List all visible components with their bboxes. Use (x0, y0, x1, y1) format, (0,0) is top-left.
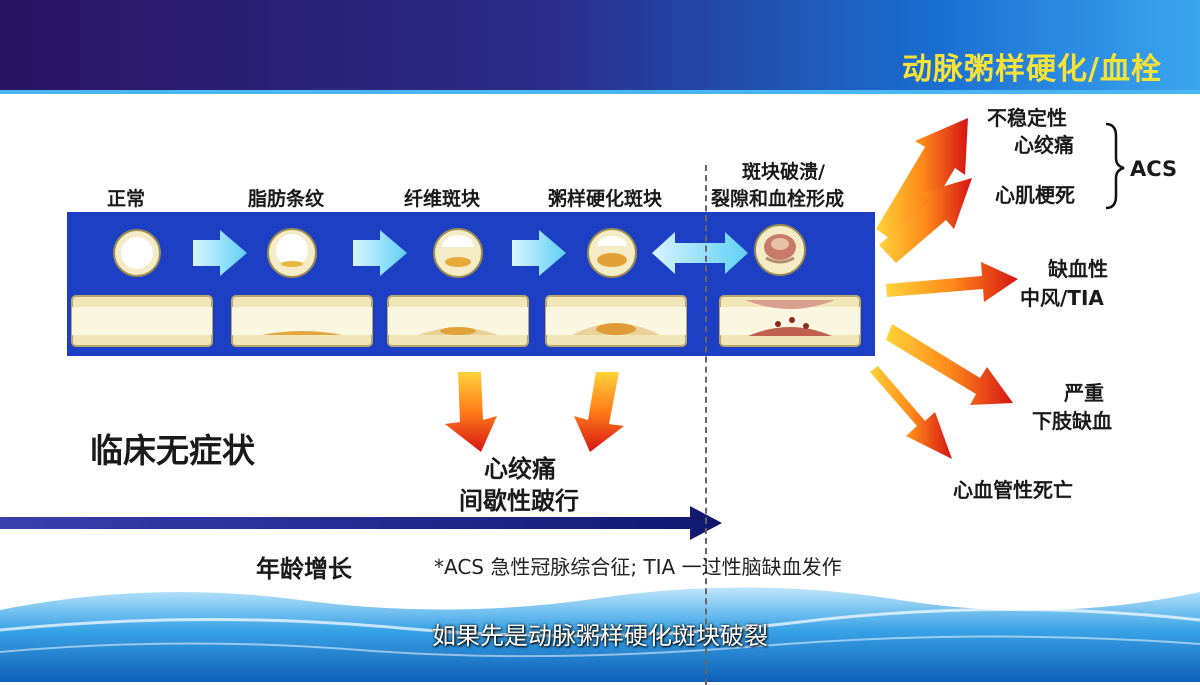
outcome-stroke-line2: 中风/TIA (1020, 286, 1104, 310)
outcome-arrow-death (870, 366, 952, 459)
outcome-unstable-line2: 心绞痛 (1014, 133, 1074, 157)
video-subtitle: 如果先是动脉粥样硬化斑块破裂 (432, 622, 768, 650)
outcome-mi: 心肌梗死 (995, 183, 1075, 207)
stage-label-rupture-line2: 裂隙和血栓形成 (711, 188, 845, 210)
stage-arrow-bidirectional (652, 232, 748, 274)
stage-label-fibrous-plaque: 纤维斑块 (404, 188, 481, 210)
cross-section-atheroma (587, 228, 637, 278)
stage-arrow-1 (193, 230, 247, 276)
vessel-atheroma (545, 295, 687, 347)
footnote: *ACS 急性冠脉综合征; TIA 一过性脑缺血发作 (434, 555, 842, 579)
header-divider (0, 90, 1200, 94)
outcome-arrow-limb (886, 324, 1013, 405)
asymptomatic-label: 临床无症状 (90, 431, 255, 470)
outcome-limb-line1: 严重 (1064, 381, 1104, 405)
vessel-fibrous (387, 295, 529, 347)
acs-brace (1105, 122, 1125, 210)
outcome-unstable-line1: 不稳定性 (987, 106, 1067, 130)
cross-section-fibrous (433, 228, 483, 278)
cross-section-normal (113, 229, 161, 277)
vessel-normal (71, 295, 213, 347)
stage-arrow-2 (353, 230, 407, 276)
down-arrow-angina-1 (445, 372, 497, 452)
cross-section-fatty (267, 228, 317, 278)
page-title: 动脉粥样硬化/血栓 (902, 52, 1162, 87)
claudication-label: 间歇性跛行 (459, 487, 579, 515)
vessel-fatty (231, 295, 373, 347)
stage-arrow-3 (512, 230, 566, 276)
stage-label-rupture-line1: 斑块破溃/ (742, 161, 825, 183)
stage-label-fatty-streak: 脂肪条纹 (248, 188, 325, 210)
rupture-divider (705, 165, 707, 685)
vessel-rupture (719, 295, 861, 347)
cross-section-rupture (754, 224, 806, 276)
outcome-stroke-line1: 缺血性 (1048, 257, 1108, 281)
outcome-arrow-unstable-angina (876, 118, 968, 250)
outcome-arrow-stroke (886, 262, 1018, 302)
stage-label-normal: 正常 (107, 188, 146, 210)
header-bar (0, 0, 1200, 92)
age-timeline-arrow (0, 506, 722, 540)
down-arrow-angina-2 (574, 372, 624, 452)
outcome-arrow-mi (879, 178, 972, 263)
outcome-limb-line2: 下肢缺血 (1032, 409, 1112, 433)
age-label: 年龄增长 (256, 555, 352, 583)
outcome-acs: ACS (1130, 157, 1178, 181)
stage-label-atheroma: 粥样硬化斑块 (548, 188, 663, 210)
outcome-death: 心血管性死亡 (953, 478, 1073, 502)
angina-label: 心绞痛 (484, 455, 556, 483)
wave-background (0, 587, 1200, 682)
